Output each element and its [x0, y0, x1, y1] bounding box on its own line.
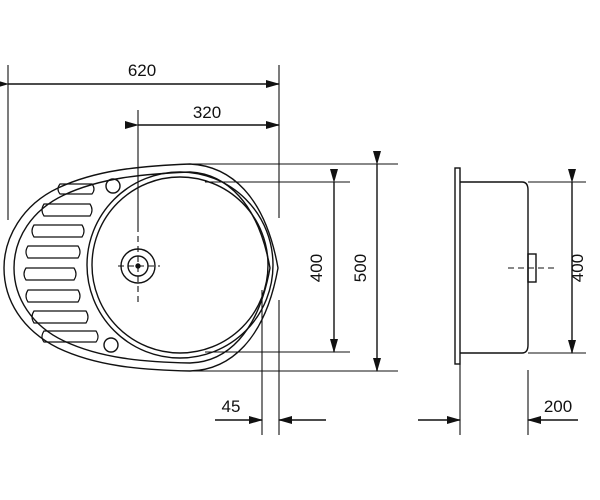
sink-side-view: [454, 167, 537, 365]
dimension-lines: [0, 80, 381, 424]
dim-side-width: 400: [568, 254, 587, 282]
dim-overall-width: 500: [351, 254, 370, 282]
overflow-hole-bottom: [103, 337, 119, 353]
dim-overall-length: 620: [128, 61, 156, 80]
dim-depth: 200: [544, 397, 572, 416]
sink-inner-rim: [13, 171, 271, 364]
dim-bowl-width: 400: [307, 254, 326, 282]
sink-top-view: [3, 163, 279, 372]
drain-centerlines: [118, 226, 160, 304]
dim-drain-offset: 320: [193, 103, 221, 122]
side-bowl-body: [460, 181, 529, 354]
side-dimension-lines: [418, 169, 578, 424]
drainboard-ribs: [23, 183, 99, 343]
side-rim-plate: [454, 167, 461, 365]
faucet-hole-top: [105, 178, 121, 194]
bowl-inner: [91, 176, 269, 354]
dim-rim-offset: 45: [222, 397, 241, 416]
bowl-outer: [86, 171, 274, 359]
extension-lines: [7, 65, 398, 435]
